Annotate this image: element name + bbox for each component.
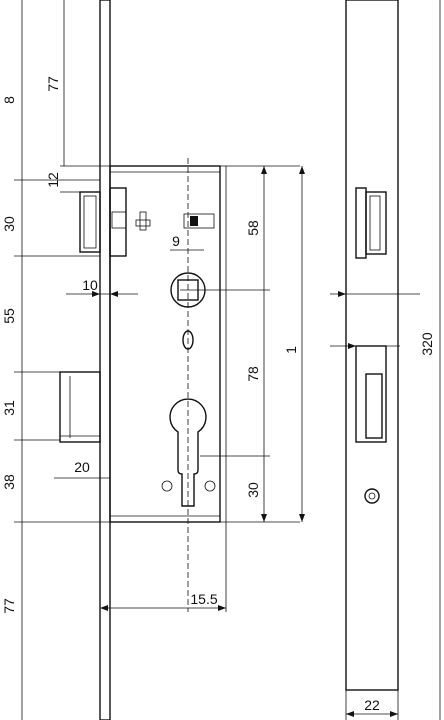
dim-label-10: 10: [82, 277, 98, 293]
dim-label-78: 78: [245, 366, 261, 382]
dim-label-31: 31: [1, 400, 17, 416]
side-cylinder-screw: [364, 488, 380, 504]
dimension-arrowheads: [92, 166, 398, 717]
dim-label-55: 55: [1, 308, 17, 324]
dim-label-8: 8: [1, 96, 17, 104]
dim-label-15-5: 15.5: [190, 591, 217, 607]
side-deadbolt: [365, 373, 383, 439]
dim-label-20: 20: [74, 459, 90, 475]
front-view-dimension-labels: 8 77 12 30 55 31 38 77 10 20 9 58 78 1 3…: [1, 76, 299, 614]
dim-label-22: 22: [364, 697, 380, 713]
dim-label-58: 58: [245, 220, 261, 236]
side-view-dimension-labels: 320 22: [364, 332, 435, 713]
dim-label-77-bottom: 77: [1, 598, 17, 614]
cylinder-screw-left: [161, 480, 173, 492]
internal-slider-fill: [190, 216, 198, 226]
dim-label-77-top: 77: [45, 76, 61, 92]
dim-label-1: 1: [283, 346, 299, 354]
dim-label-320: 320: [419, 332, 435, 356]
latch-bolt: [79, 187, 127, 257]
cylinder-screw-right: [204, 480, 216, 492]
profile-cylinder-cutout: [169, 398, 207, 507]
lock-case-outline: [109, 165, 221, 523]
dim-label-30-right: 30: [245, 482, 261, 498]
dim-label-38: 38: [1, 474, 17, 490]
internal-pin-small: [139, 211, 147, 231]
dim-label-12: 12: [45, 172, 61, 188]
internal-slider: [183, 213, 215, 229]
side-view: [330, 0, 441, 720]
dim-label-30-left: 30: [1, 216, 17, 232]
side-faceplate-outline: [345, 0, 399, 691]
dim-label-9: 9: [172, 233, 180, 249]
side-latch-bolt: [365, 191, 387, 255]
front-view: [14, 0, 303, 720]
side-latch-opening: [355, 187, 367, 259]
deadbolt: [59, 371, 101, 443]
internal-pin-head: [135, 219, 151, 227]
faceplate-outline: [99, 0, 111, 720]
